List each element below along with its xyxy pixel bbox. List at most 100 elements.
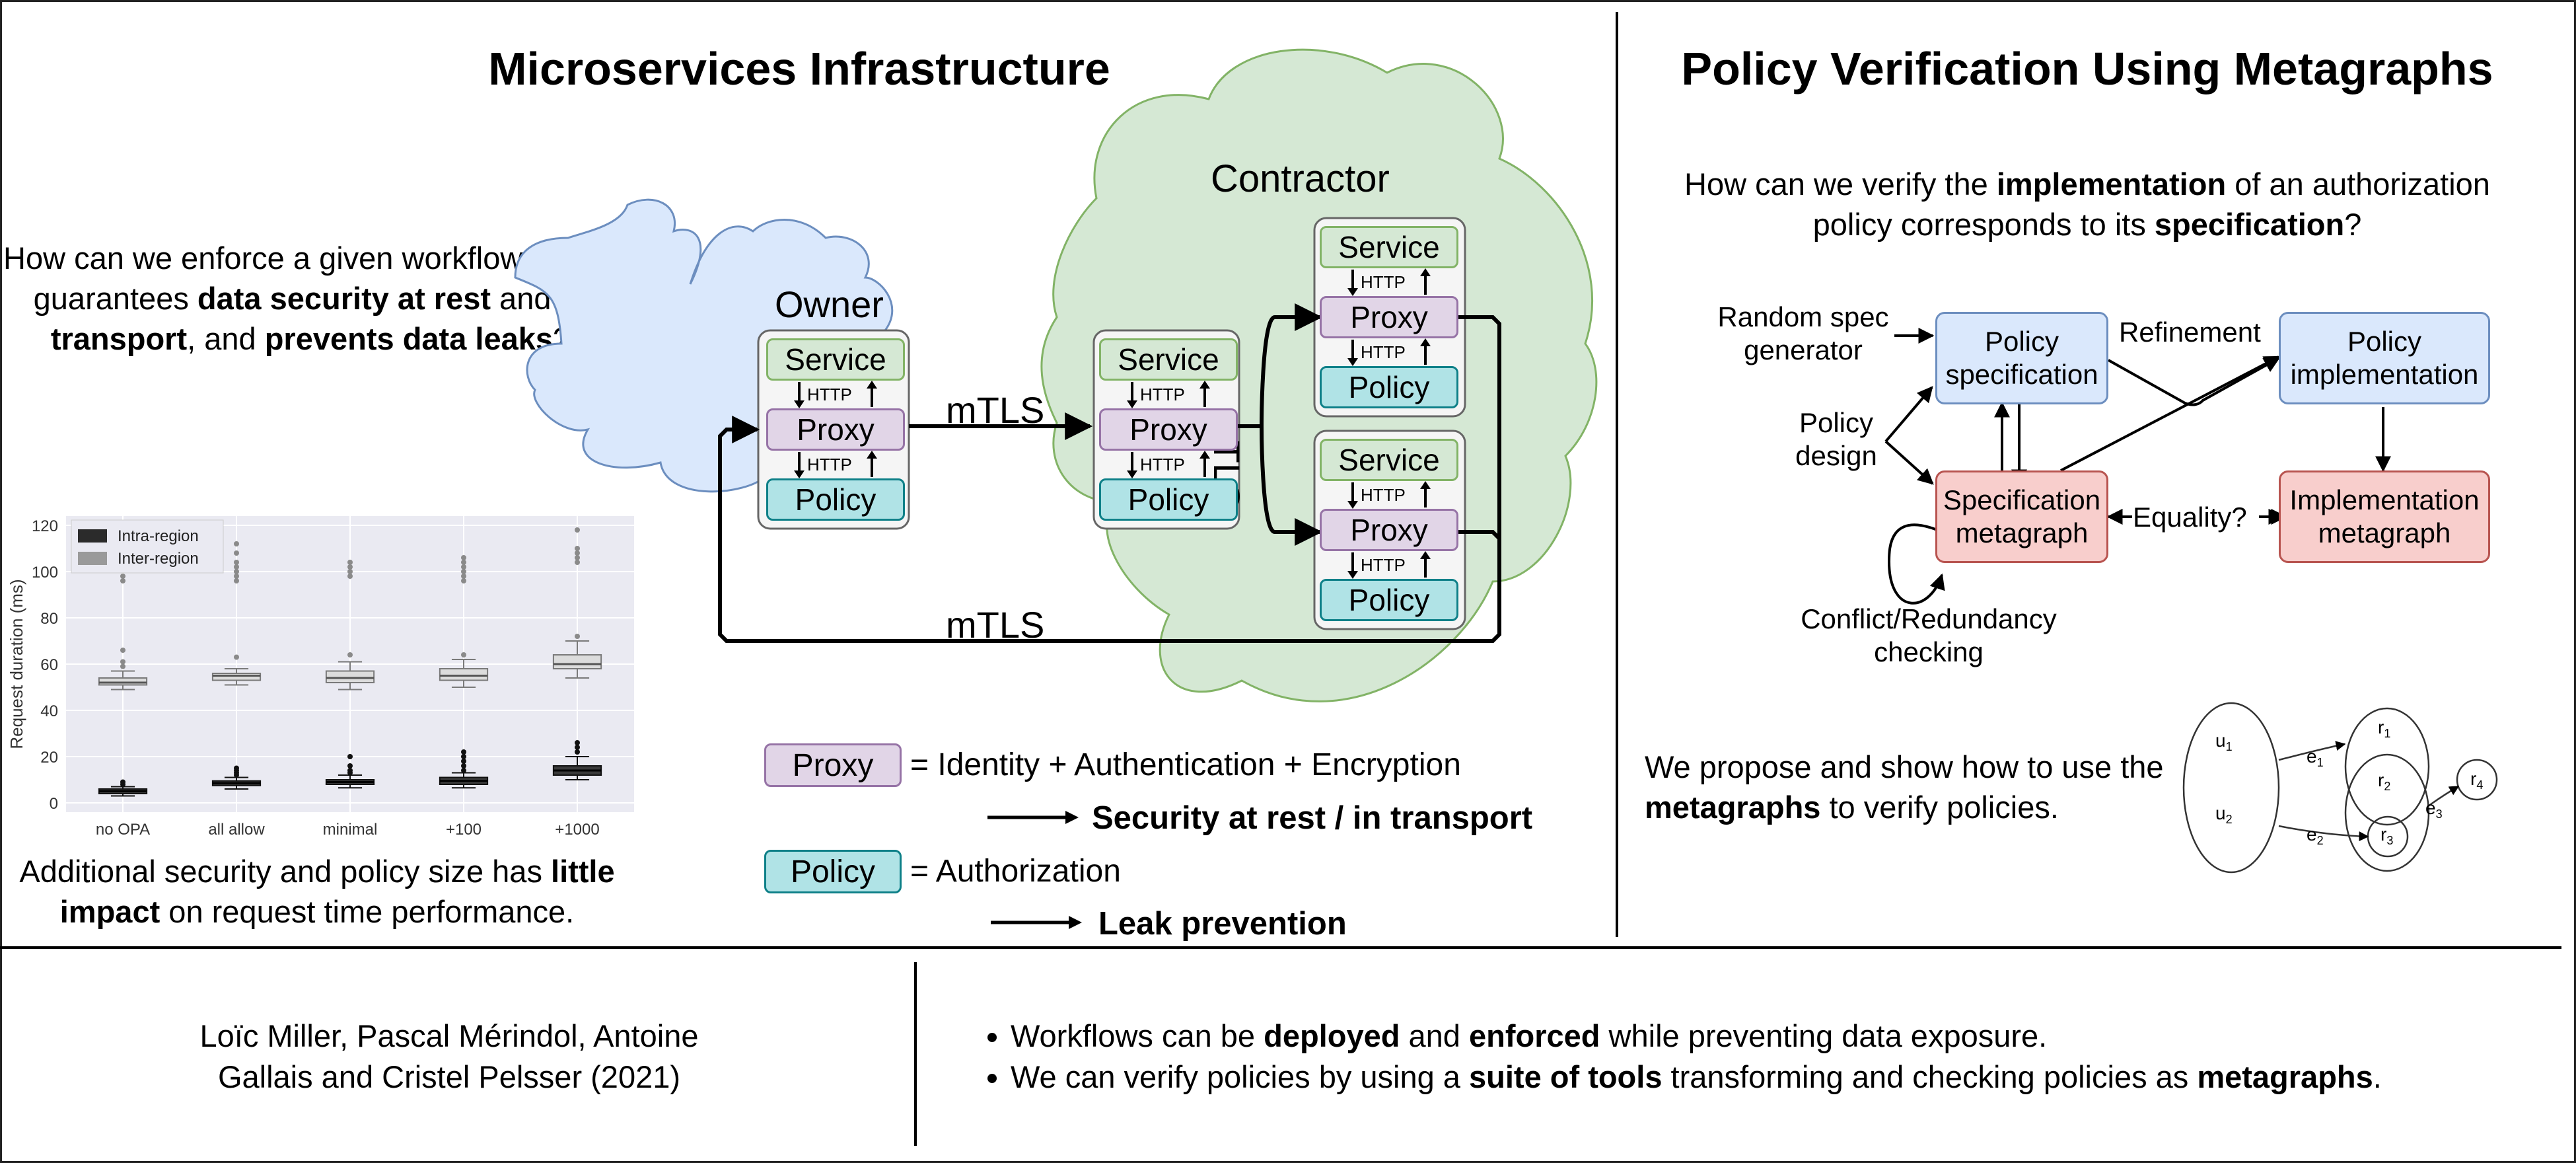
x-tick-label: no OPA — [96, 821, 150, 836]
box-flier — [120, 578, 125, 583]
box-flier — [575, 745, 580, 750]
box-flier — [347, 574, 353, 579]
box-flier — [120, 574, 125, 579]
box — [552, 654, 602, 669]
contractor-stack-top-http-label-2: HTTP — [1361, 342, 1406, 362]
y-tick-label: 0 — [50, 795, 58, 813]
footer-authors: Loïc Miller, Pascal Mérindol, Antoine Ga… — [199, 1018, 699, 1094]
right-question: How can we verify the implementation of … — [1684, 167, 2490, 242]
contractor-stack-bottom-http-label-2: HTTP — [1361, 555, 1406, 575]
box-flier — [234, 654, 239, 660]
box-flier — [234, 564, 239, 570]
legend-policy-eq: = Authorization — [910, 854, 1121, 889]
mtls-label-top: mTLS — [946, 389, 1045, 431]
y-tick-label: 60 — [40, 656, 58, 674]
legend-policy-result: Leak prevention — [1098, 906, 1347, 942]
contractor-stack-bottom-http-arrows-2 — [1347, 551, 1431, 579]
box-flier — [461, 768, 466, 773]
mg-r2: r2 — [2378, 770, 2390, 793]
footer-bullet-1: Workflows can be deployed and enforced w… — [1011, 1016, 2561, 1057]
contractor-stack-entry-http-arrows-2 — [1127, 451, 1210, 478]
x-tick-label: minimal — [323, 821, 378, 836]
mg-r4: r4 — [2470, 769, 2483, 792]
owner-stack-service-box: Service — [766, 338, 905, 381]
y-tick-label: 20 — [40, 749, 58, 767]
label-equality: Equality? — [2133, 502, 2247, 533]
legend-policy-arrow — [991, 916, 1082, 929]
box-flier — [234, 541, 239, 546]
y-tick-label: 100 — [32, 564, 58, 582]
mg-e2: e2 — [2307, 824, 2324, 847]
contractor-stack-top-http-label-1: HTTP — [1361, 272, 1406, 292]
box-flier — [575, 634, 580, 639]
mg-u2: u2 — [2215, 803, 2233, 826]
chart-marks — [98, 527, 602, 797]
node-specification-metagraph: Specification metagraph — [1935, 470, 2108, 563]
node-policy-implementation: Policy implementation — [2279, 312, 2490, 404]
y-tick-label: 80 — [40, 610, 58, 628]
contractor-stack-top-service-box: Service — [1320, 226, 1458, 268]
owner-stack-proxy-box: Proxy — [766, 408, 905, 451]
box-flier — [461, 763, 466, 769]
box-flier — [234, 569, 239, 574]
box-flier — [347, 564, 353, 570]
box — [98, 677, 148, 686]
box-flier — [347, 560, 353, 565]
contractor-label: Contractor — [1211, 157, 1390, 200]
box-flier — [347, 763, 353, 769]
box-flier — [461, 754, 466, 759]
box-flier — [575, 546, 580, 551]
box-flier — [120, 648, 125, 653]
box-flier — [347, 569, 353, 574]
contractor-stack-bottom-http-arrows-1 — [1347, 481, 1431, 509]
right-proposal: We propose and show how to use the metag… — [1645, 749, 2164, 825]
box-flier — [461, 578, 466, 583]
contractor-stack-bottom-service-box: Service — [1320, 439, 1458, 481]
owner-stack-http-arrows-2 — [794, 451, 877, 478]
legend-swatch — [78, 529, 107, 543]
left-title: Microservices Infrastructure — [488, 43, 1110, 94]
box — [325, 670, 375, 683]
box-flier — [575, 560, 580, 565]
footer-bullet-2: We can verify policies by using a suite … — [1011, 1057, 2561, 1098]
mg-e3: e3 — [2425, 798, 2443, 821]
legend-policy-box: Policy — [764, 850, 902, 893]
owner-label: Owner — [775, 283, 884, 325]
contractor-stack-top-proxy-box: Proxy — [1320, 296, 1458, 338]
label-random-spec: Random spec generator — [1717, 301, 1889, 365]
box-flier — [461, 555, 466, 560]
owner-stack-policy-box: Policy — [766, 478, 905, 521]
y-tick-label: 120 — [32, 517, 58, 535]
box-flier — [575, 527, 580, 533]
box-flier — [461, 759, 466, 764]
contractor-stack-bottom-http-label-1: HTTP — [1361, 485, 1406, 505]
contractor-stack-entry-http-label-1: HTTP — [1140, 385, 1185, 404]
mtls-label-bottom: mTLS — [946, 604, 1045, 646]
x-tick-label: all allow — [208, 821, 265, 836]
footer-bullets: Workflows can be deployed and enforced w… — [976, 1016, 2561, 1098]
left-caption: Additional security and policy size has … — [19, 854, 615, 929]
owner-stack-http-arrows-1 — [794, 381, 877, 408]
box-flier — [347, 768, 353, 773]
contractor-stack-entry-http-arrows-1 — [1127, 381, 1210, 408]
legend-swatch — [78, 552, 107, 565]
right-title: Policy Verification Using Metagraphs — [1681, 43, 2493, 94]
y-axis-label: Request duration (ms) — [7, 579, 26, 749]
legend-proxy-box: Proxy — [764, 743, 902, 787]
box-flier — [461, 574, 466, 579]
owner-stack-http-label-2: HTTP — [807, 455, 852, 474]
x-tick-label: +100 — [446, 821, 482, 836]
box-flier — [461, 564, 466, 570]
label-refinement: Refinement — [2119, 317, 2261, 348]
box-flier — [461, 749, 466, 755]
mg-r1: r1 — [2378, 717, 2390, 740]
legend-proxy-arrow — [987, 811, 1079, 824]
box-flier — [461, 560, 466, 565]
node-implementation-metagraph: Implementation metagraph — [2279, 470, 2490, 563]
box-flier — [347, 652, 353, 657]
legend-proxy-eq: = Identity + Authentication + Encryption — [910, 747, 1461, 782]
